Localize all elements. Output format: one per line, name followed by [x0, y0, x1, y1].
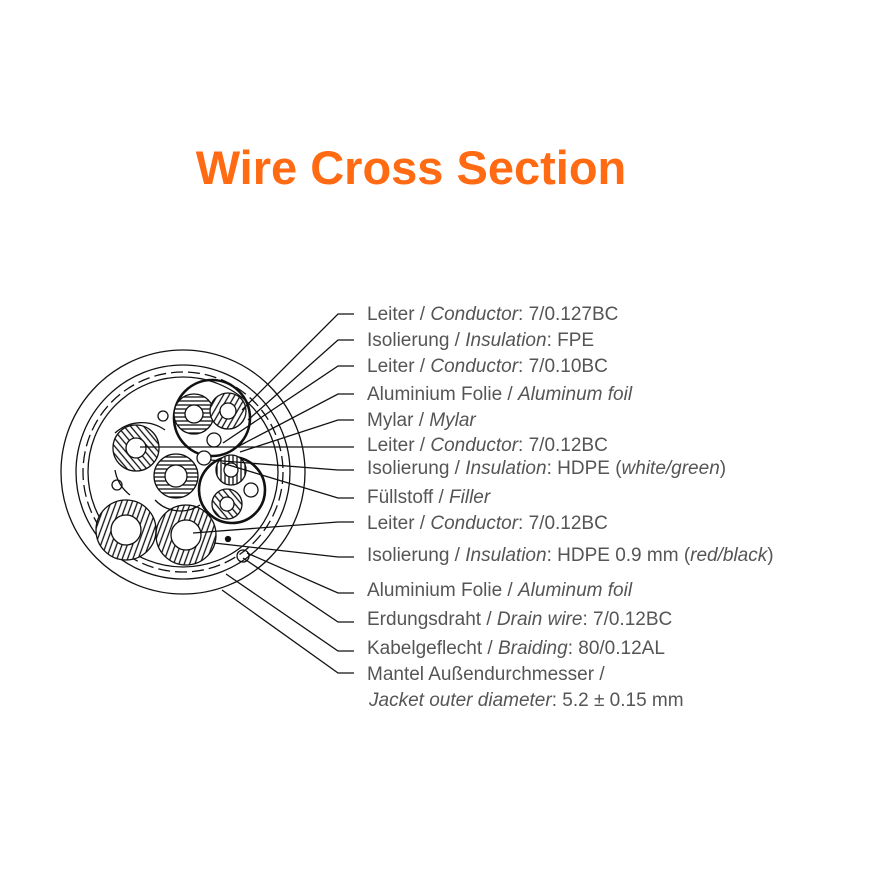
jacket-outer: [60, 349, 306, 595]
label-de: Mantel Außendurchmesser /: [367, 664, 605, 685]
label-value: : 7/0.10BC: [518, 356, 608, 377]
label-en: Filler: [449, 487, 491, 508]
label-jacket-de: Mantel Außendurchmesser /: [367, 664, 605, 686]
label-de: Isolierung /: [367, 458, 466, 479]
label-value: : 7/0.12BC: [582, 609, 673, 630]
label-value: : HDPE 0.9 mm (: [546, 545, 691, 566]
label-en: Conductor: [430, 304, 519, 325]
label-en: Braiding: [497, 638, 568, 659]
label-en: Mylar: [429, 410, 476, 431]
label-de: Isolierung /: [367, 330, 466, 351]
label-en: Jacket outer diameter: [369, 690, 552, 711]
filler: [196, 450, 212, 466]
aluminum-foil-outer: [87, 376, 279, 568]
label-conductor-010: Leiter / Conductor: 7/0.10BC: [367, 356, 608, 378]
label-filler: Füllstoff / Filler: [367, 487, 490, 509]
label-en: Conductor: [430, 435, 519, 456]
label-insulation-hdpe-red-black: Isolierung / Insulation: HDPE 0.9 mm (re…: [367, 545, 774, 567]
label-value: : 80/0.12AL: [567, 638, 665, 659]
label-de: Isolierung /: [367, 545, 466, 566]
label-de: Leiter /: [367, 435, 431, 456]
label-de: Mylar /: [367, 410, 430, 431]
braiding: [82, 371, 284, 573]
label-en: Insulation: [465, 330, 547, 351]
label-de: Füllstoff /: [367, 487, 450, 508]
label-color: white/green: [621, 458, 720, 479]
label-en: Conductor: [430, 356, 519, 377]
label-mylar: Mylar / Mylar: [367, 410, 476, 432]
label-en: Aluminum foil: [518, 580, 633, 601]
label-conductor-012: Leiter / Conductor: 7/0.12BC: [367, 435, 608, 457]
label-en: Drain wire: [496, 609, 583, 630]
label-value: : 7/0.127BC: [518, 304, 619, 325]
filler: [111, 479, 123, 491]
page-title: Wire Cross Section: [195, 141, 627, 194]
label-suffix: ): [719, 458, 727, 479]
label-conductor-012-b: Leiter / Conductor: 7/0.12BC: [367, 513, 608, 535]
label-de: Leiter /: [367, 356, 431, 377]
drain-wire: [236, 549, 250, 563]
label-de: Leiter /: [367, 513, 431, 534]
label-de: Leiter /: [367, 304, 431, 325]
label-color: red/black: [690, 545, 768, 566]
label-braiding: Kabelgeflecht / Braiding: 80/0.12AL: [367, 638, 665, 660]
label-en: Insulation: [465, 545, 547, 566]
label-jacket-outer-diameter: Jacket outer diameter: 5.2 ± 0.15 mm: [369, 690, 684, 712]
label-insulation-hdpe-white-green: Isolierung / Insulation: HDPE (white/gre…: [367, 458, 726, 480]
label-value: : 5.2 ± 0.15 mm: [551, 690, 684, 711]
label-conductor-0127: Leiter / Conductor: 7/0.127BC: [367, 304, 618, 326]
label-en: Insulation: [465, 458, 547, 479]
pair-1-filler: [206, 432, 222, 448]
label-value: : 7/0.12BC: [518, 435, 608, 456]
label-de: Erdungsdraht /: [367, 609, 497, 630]
label-insulation-fpe: Isolierung / Insulation: FPE: [367, 330, 594, 352]
label-de: Aluminium Folie /: [367, 384, 518, 405]
label-en: Aluminum foil: [518, 384, 633, 405]
label-suffix: ): [767, 545, 774, 566]
filler: [157, 410, 169, 422]
label-aluminum-foil: Aluminium Folie / Aluminum foil: [367, 384, 632, 406]
jacket-inner: [75, 364, 291, 580]
label-drain-wire: Erdungsdraht / Drain wire: 7/0.12BC: [367, 609, 672, 631]
label-aluminum-foil-outer: Aluminium Folie / Aluminum foil: [367, 580, 632, 602]
label-value: : HDPE (: [546, 458, 622, 479]
label-de: Aluminium Folie /: [367, 580, 518, 601]
label-de: Kabelgeflecht /: [367, 638, 498, 659]
label-en: Conductor: [430, 513, 519, 534]
label-value: : FPE: [546, 330, 595, 351]
pair-2-filler: [243, 482, 259, 498]
label-value: : 7/0.12BC: [518, 513, 608, 534]
